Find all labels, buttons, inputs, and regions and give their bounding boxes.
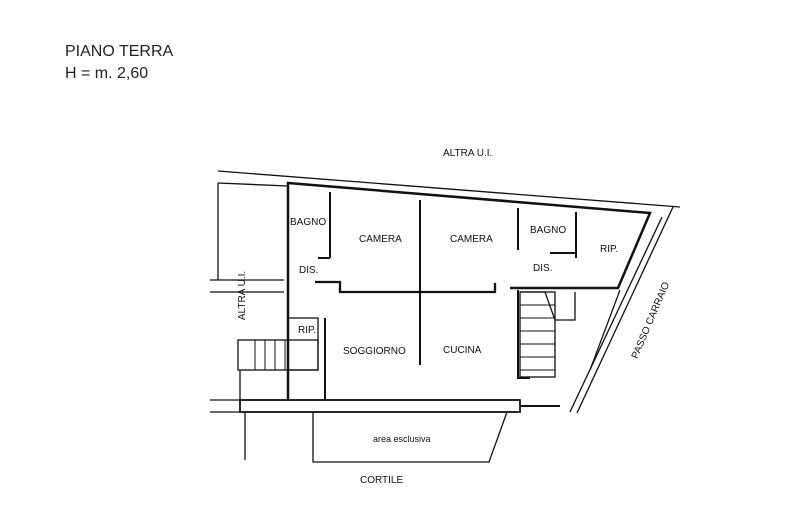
stairs-right	[520, 291, 576, 321]
room-rip-1: RIP.	[600, 244, 619, 255]
outer-wall	[286, 181, 652, 400]
area-esclusiva-outline	[312, 411, 508, 463]
room-rip-2: RIP.	[298, 325, 317, 336]
right-wall	[569, 216, 663, 413]
right-boundary-line	[576, 206, 674, 414]
room-dis-1: DIS.	[299, 265, 319, 276]
interior-wall	[315, 280, 497, 294]
label-altra-ui-top: ALTRA U.I.	[443, 148, 493, 159]
boundary-line	[217, 182, 289, 187]
ceiling-height: H = m. 2,60	[65, 65, 149, 82]
room-bagno-2: BAGNO	[530, 225, 567, 236]
label-area-esclusiva: area esclusiva	[373, 434, 431, 444]
stairs-left	[287, 317, 319, 371]
bottom-wall	[239, 399, 521, 413]
room-soggiorno: SOGGIORNO	[343, 346, 406, 357]
room-bagno-1: BAGNO	[290, 217, 327, 228]
room-camera-2: CAMERA	[450, 234, 493, 245]
room-cucina: CUCINA	[443, 345, 482, 356]
interior-wall	[517, 290, 530, 379]
boundary-line	[217, 170, 681, 208]
room-camera-1: CAMERA	[359, 234, 402, 245]
label-altra-ui-left: ALTRA U.I.	[237, 270, 249, 321]
room-dis-2: DIS.	[533, 263, 553, 274]
stairs-left	[237, 339, 319, 371]
label-cortile: CORTILE	[360, 475, 404, 486]
right-wall	[589, 289, 621, 371]
plan-title: PIANO TERRA	[65, 43, 174, 60]
